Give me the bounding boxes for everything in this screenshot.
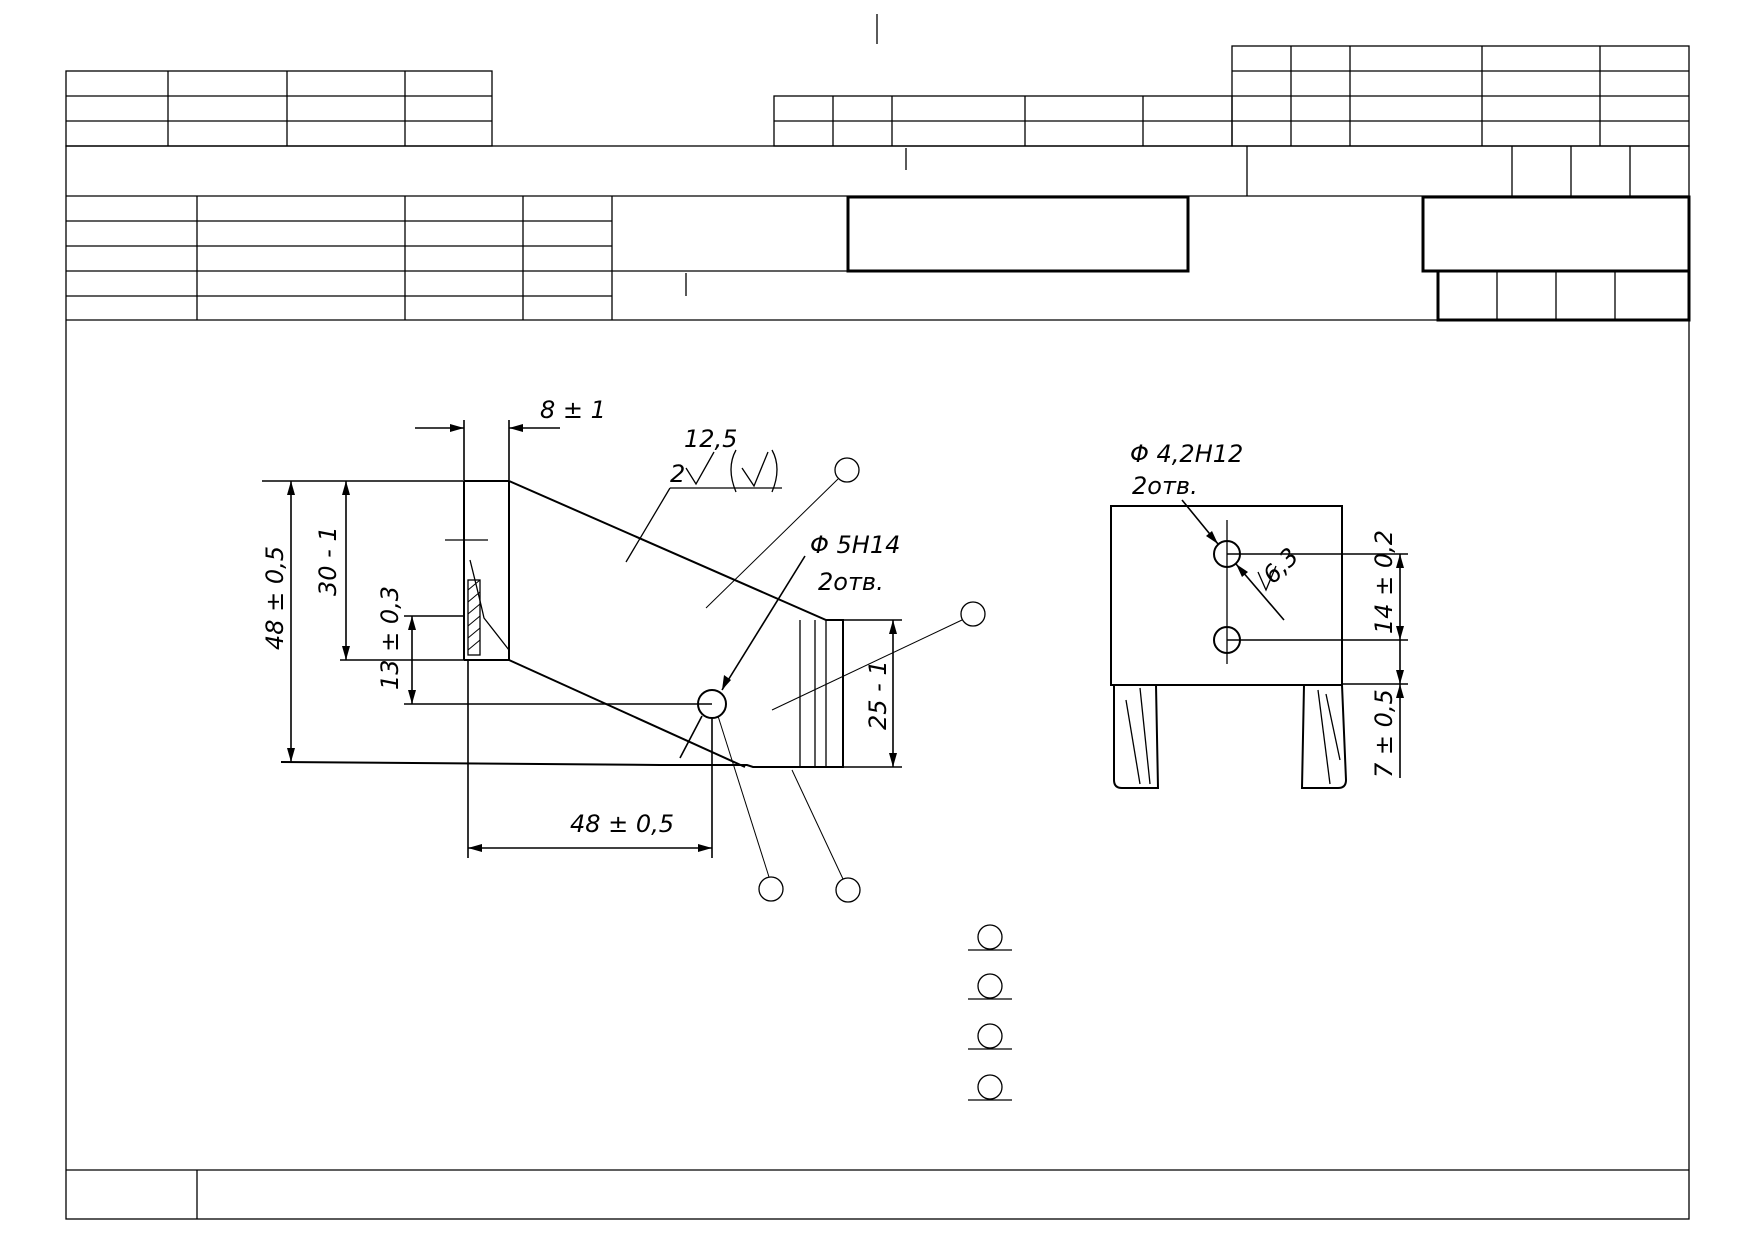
dim-label-25: 25 - 1	[864, 660, 892, 730]
dim-label-48-horizontal: 48 ± 0,5	[570, 810, 674, 838]
dim-label-14: 14 ± 0,2	[1370, 530, 1398, 634]
dim-right-height: 25 - 1	[843, 619, 902, 768]
dim-hole-offset: 13 ± 0,3	[376, 586, 712, 705]
dim-height-total: 48 ± 0,5	[261, 480, 464, 762]
roughness-value-side: 6,3	[1257, 542, 1304, 589]
note-balloon-1	[977, 924, 1003, 950]
thick-box-right	[1421, 195, 1691, 273]
thick-box-center	[846, 195, 1190, 273]
hole-callout-front-1: Φ 5H14	[810, 531, 900, 559]
dim-label-8: 8 ± 1	[540, 396, 606, 424]
roughness-symbol-side: 6,3	[1257, 542, 1304, 592]
thick-box-bottom-right	[1436, 269, 1691, 322]
table-top-left	[65, 70, 493, 147]
form-grid	[65, 14, 1691, 1220]
header-left-grid	[66, 196, 848, 320]
roughness-index: 2	[670, 460, 685, 488]
footer-row	[66, 1169, 1689, 1219]
note-balloon-2	[977, 973, 1003, 999]
notes-balloons	[968, 924, 1012, 1101]
hole-callout-side: Φ 4,2H12 2отв.	[1130, 440, 1285, 621]
dim-hole-spacing: 14 ± 0,2	[1227, 530, 1408, 641]
item-balloon-3	[758, 876, 784, 902]
note-balloon-3	[977, 1023, 1003, 1049]
item-balloon-1	[834, 457, 860, 483]
dim-label-7: 7 ± 0,5	[1370, 689, 1398, 778]
side-view: Φ 4,2H12 2отв. 6,3 14 ± 0,2 7	[1110, 440, 1408, 789]
dim-bottom-offset: 7 ± 0,5	[1342, 640, 1408, 778]
dim-top-width: 8 ± 1	[415, 396, 606, 480]
table-top-right	[1231, 45, 1690, 147]
note-balloon-4	[977, 1074, 1003, 1100]
hole-callout-side-1: Φ 4,2H12	[1130, 440, 1243, 468]
dim-label-13: 13 ± 0,3	[376, 586, 404, 690]
dim-height-inner: 30 - 1	[314, 481, 464, 661]
dim-label-48-vertical: 48 ± 0,5	[261, 546, 289, 650]
dim-bottom-length: 48 ± 0,5	[467, 660, 713, 858]
dim-label-30: 30 - 1	[314, 526, 342, 596]
item-balloon-4	[835, 877, 861, 903]
front-view: 8 ± 1 12,5 2 Φ 5H14 2отв.	[261, 396, 986, 903]
item-balloon-2	[960, 601, 986, 627]
hole-callout-front-2: 2отв.	[818, 568, 884, 596]
header-row-1	[66, 146, 1689, 197]
hole-callout-side-2: 2отв.	[1132, 472, 1198, 500]
hole-callout-front: Φ 5H14 2отв.	[679, 531, 900, 759]
roughness-value-front: 12,5	[684, 425, 737, 453]
table-top-middle	[773, 95, 1233, 147]
roughness-symbol-front: 12,5 2	[625, 425, 782, 563]
hatched-slot	[467, 579, 481, 656]
